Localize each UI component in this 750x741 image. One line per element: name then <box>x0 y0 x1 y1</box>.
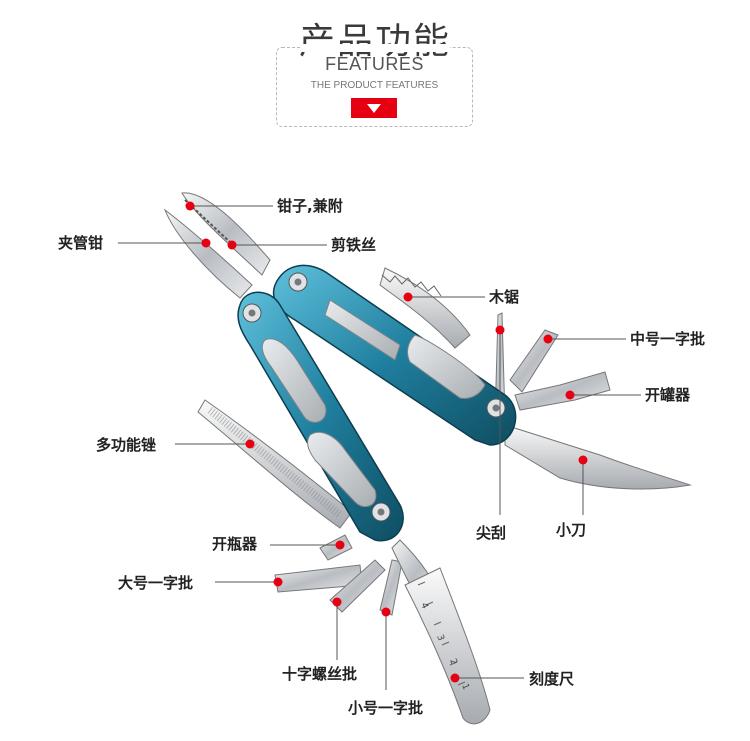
label-can-opener: 开罐器 <box>645 386 691 404</box>
features-subheading: THE PRODUCT FEATURES <box>310 80 439 91</box>
label-small-screwdriver: 小号一字批 <box>348 699 424 717</box>
callout-dots <box>185 201 588 683</box>
label-multi-file: 多功能锉 <box>96 436 157 454</box>
header-frame-gap <box>300 44 450 52</box>
label-medium-screwdriver: 中号一字批 <box>630 330 706 348</box>
page-title: 产品功能 <box>298 21 451 62</box>
label-wire-cutter: 剪铁丝 <box>331 236 377 254</box>
ruler-tick-2: 2 <box>447 657 458 666</box>
file-blade <box>197 399 353 529</box>
label-ruler: 刻度尺 <box>529 670 575 688</box>
callout-lines <box>118 205 641 690</box>
label-pipe-clamp: 夹管钳 <box>58 234 104 252</box>
label-pliers: 钳子,兼附 <box>277 197 343 215</box>
features-heading: FEATURES <box>325 54 424 74</box>
upper-handle <box>272 264 517 446</box>
label-bottle-opener: 开瓶器 <box>212 535 258 553</box>
ruler-tick-3: 3 <box>434 633 445 642</box>
label-large-screwdriver: 大号一字批 <box>118 574 194 592</box>
knife-blade <box>504 424 692 490</box>
label-small-knife: 小刀 <box>556 521 587 539</box>
ruler-blade <box>404 567 491 725</box>
saw-blade <box>379 267 471 349</box>
scroll-down-button[interactable] <box>351 98 397 118</box>
can-opener-blade <box>514 371 611 411</box>
label-awl: 尖刮 <box>476 524 507 542</box>
label-wood-saw: 木锯 <box>489 288 520 306</box>
medium-screwdriver-blade <box>509 329 559 393</box>
label-phillips-screwdriver: 十字螺丝批 <box>282 665 358 683</box>
lower-handle <box>237 291 404 542</box>
ruler-tick-1: 1 <box>459 682 470 691</box>
ruler-tick-4: 4 <box>418 601 430 610</box>
